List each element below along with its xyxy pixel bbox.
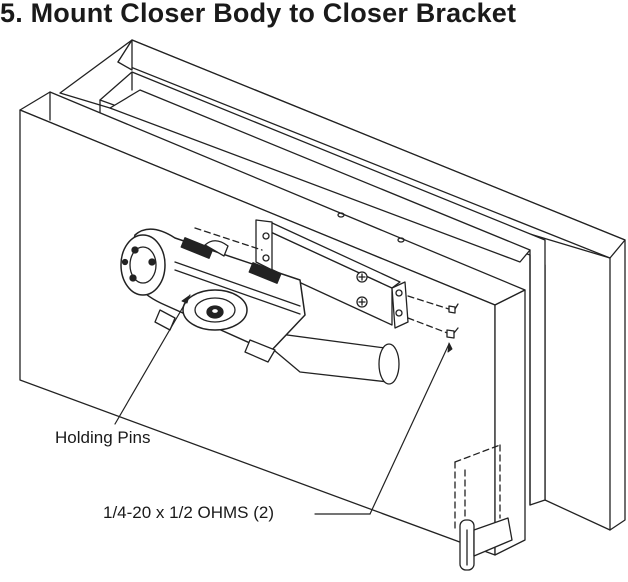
closer-body [120, 228, 400, 385]
screws-leader [369, 343, 450, 515]
door-frame [59, 39, 626, 531]
holding-pins-label: Holding Pins [55, 428, 151, 447]
screw-upper [407, 295, 459, 314]
closer-bracket [255, 212, 409, 329]
hinge [454, 444, 513, 571]
screws-label: 1/4-20 x 1/2 OHMS (2) [103, 503, 275, 522]
screw-lower [407, 317, 459, 339]
holding-pins-leader [114, 294, 191, 425]
page-title: 5. Mount Closer Body to Closer Bracket [0, 0, 517, 28]
